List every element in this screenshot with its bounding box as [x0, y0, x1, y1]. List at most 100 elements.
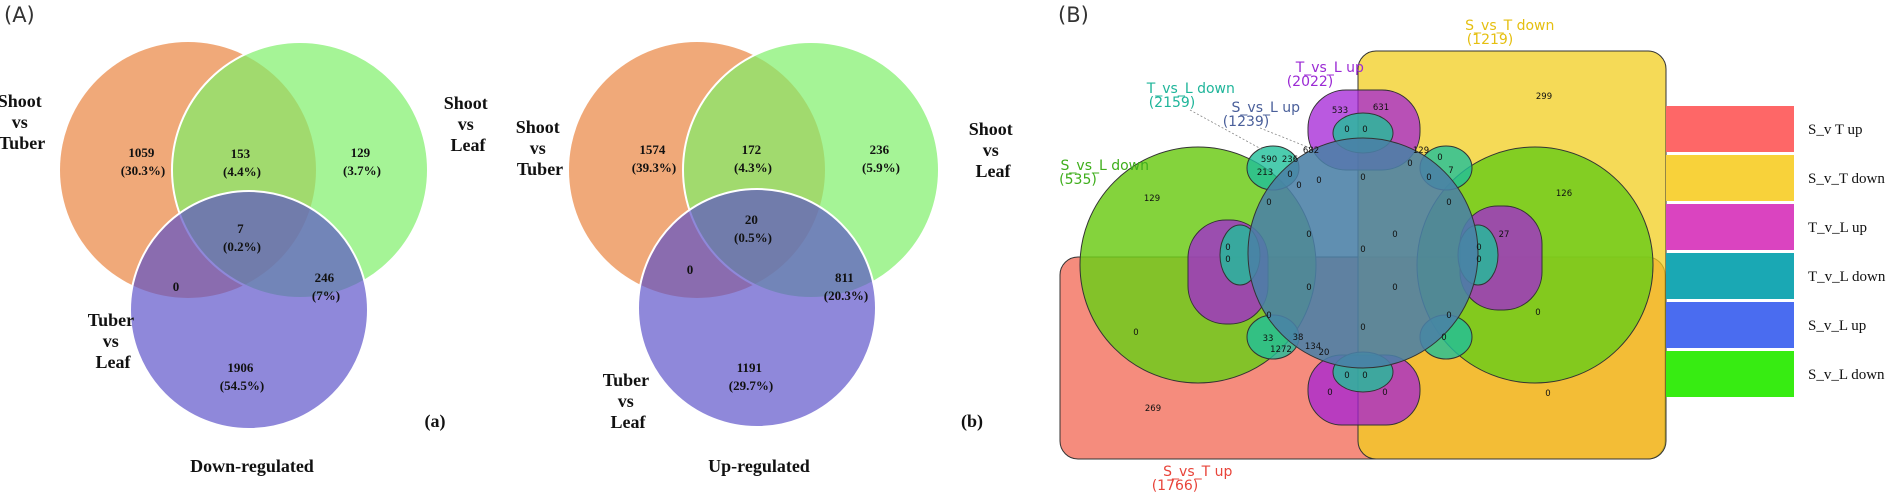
legend-item: T_v_L up: [1666, 204, 1867, 250]
venn-down-region-st-sl: 153 (4.4%): [223, 146, 261, 179]
region-value: 0: [1446, 311, 1451, 321]
legend-swatch: [1666, 302, 1794, 348]
region-value: 33: [1263, 334, 1274, 344]
venn-up-tag: (b): [961, 411, 983, 432]
region-value: 0: [1225, 243, 1230, 253]
venn-down-region-all: 7 (0.2%): [223, 221, 261, 254]
set-label-s-vs-l-down: S_vs_L down (535): [1059, 158, 1153, 188]
six-set-venn: S_vs_T down (1219) T_vs_L up (2022) T_vs…: [1059, 18, 1667, 494]
region-value: 126: [1556, 189, 1572, 199]
legend-swatch: [1666, 155, 1794, 201]
venn-up-region-st-sl: 172 (4.3%): [734, 142, 772, 175]
region-value: 631: [1373, 103, 1389, 113]
region-value: 0: [1266, 198, 1271, 208]
region-value: 0: [1306, 283, 1311, 293]
region-value: 0: [1407, 159, 1412, 169]
venn-up-caption: Up-regulated: [708, 456, 810, 476]
venn-up-region-sl-tl: 811 (20.3%): [824, 270, 868, 303]
set-s-vs-l-up-shape: [1247, 137, 1479, 369]
region-value: 0: [1344, 371, 1349, 381]
region-value: 213: [1257, 168, 1273, 178]
region-value: 0: [1327, 388, 1332, 398]
region-value: 134: [1305, 342, 1321, 352]
legend-label: S_v T up: [1808, 122, 1862, 138]
region-value: 0: [1441, 333, 1446, 343]
venn-up-label-shoot-leaf: Shoot vs Leaf: [969, 119, 1018, 181]
region-value: 0: [1392, 283, 1397, 293]
legend-item: S_v_T down: [1666, 155, 1885, 201]
venn-down-label-tuber-leaf: Tuber vs Leaf: [88, 310, 139, 372]
region-value: 0: [1133, 328, 1138, 338]
venn-up-label-tuber-leaf: Tuber vs Leaf: [603, 370, 654, 432]
legend-swatch: [1666, 351, 1794, 397]
legend-swatch: [1666, 253, 1794, 299]
legend-swatch: [1666, 204, 1794, 250]
region-value: 299: [1536, 92, 1552, 102]
region-value: 0: [1437, 153, 1442, 163]
region-value: 0: [1266, 311, 1271, 321]
set-label-s-vs-l-up: S_vs_L up (1239): [1223, 100, 1305, 130]
venn-up-circle-tuber-leaf: [637, 188, 877, 428]
venn-down-region-st-tl: 0: [173, 279, 180, 294]
venn-down-label-shoot-leaf: Shoot vs Leaf: [444, 93, 493, 155]
region-value: 0: [1306, 230, 1311, 240]
region-value: 0: [1382, 388, 1387, 398]
legend-item: S_v_L up: [1666, 302, 1866, 348]
venn-up-region-st-tl: 0: [687, 262, 694, 277]
region-value: 0: [1446, 198, 1451, 208]
venn-up-region-all: 20 (0.5%): [734, 212, 772, 245]
region-value: 7: [1448, 166, 1453, 176]
region-value: 27: [1499, 230, 1510, 240]
venn-up-region-only-shoot-tuber: 1574 (39.3%): [632, 142, 676, 175]
region-value: 0: [1362, 371, 1367, 381]
venn-down-tag: (a): [425, 411, 446, 432]
region-value: 0: [1476, 255, 1481, 265]
region-value: 0: [1296, 181, 1301, 191]
region-value: 20: [1319, 348, 1330, 358]
venn-down-caption: Down-regulated: [190, 456, 314, 476]
region-value: 269: [1145, 404, 1161, 414]
set-label-s-vs-t-up: S_vs_T up (1766): [1152, 464, 1237, 494]
panel-a-label: (A): [4, 3, 35, 27]
legend-label: T_v_L down: [1808, 269, 1886, 285]
legend-label: T_v_L up: [1808, 220, 1867, 236]
region-value: 0: [1360, 245, 1365, 255]
region-value: 0: [1392, 230, 1397, 240]
venn-down-region-only-shoot-leaf: 129 (3.7%): [343, 145, 381, 178]
legend-item: S_v_L down: [1666, 351, 1885, 397]
region-value: 0: [1360, 323, 1365, 333]
set-label-t-vs-l-up: T_vs_L up (2022): [1287, 60, 1369, 90]
region-value: 682: [1303, 146, 1319, 156]
set-label-t-vs-l-down: T_vs_L down (2159): [1146, 81, 1240, 111]
region-value: 0: [1362, 125, 1367, 135]
region-value: 236: [1282, 155, 1298, 165]
region-value: 0: [1360, 173, 1365, 183]
legend-item: T_v_L down: [1666, 253, 1886, 299]
venn-down-region-only-tuber-leaf: 1906 (54.5%): [220, 360, 264, 393]
legend: S_v T up S_v_T down T_v_L up T_v_L down …: [1666, 106, 1886, 397]
region-value: 0: [1476, 243, 1481, 253]
venn-up-region-only-shoot-leaf: 236 (5.9%): [862, 142, 900, 175]
region-value: 0: [1535, 308, 1540, 318]
legend-label: S_v_L up: [1808, 318, 1866, 334]
region-value: 0: [1316, 176, 1321, 186]
label-leader-lines: [1189, 109, 1311, 151]
venn-down-regulated: Shoot vs Tuber Shoot vs Leaf Tuber vs Le…: [0, 41, 493, 476]
venn-up-label-shoot-tuber: Shoot vs Tuber: [516, 117, 565, 179]
panel-b-label: (B): [1058, 3, 1089, 27]
region-value: 0: [1287, 170, 1292, 180]
set-label-s-vs-t-down: S_vs_T down (1219): [1465, 18, 1559, 48]
region-value: 38: [1293, 333, 1304, 343]
region-value: 0: [1426, 173, 1431, 183]
venn-down-circle-tuber-leaf: [129, 190, 369, 430]
region-value: 129: [1144, 194, 1160, 204]
region-value: 590: [1261, 155, 1277, 165]
region-value: 1272: [1270, 345, 1292, 355]
venn-down-region-sl-tl: 246 (7%): [312, 270, 340, 303]
region-value: 0: [1225, 255, 1230, 265]
region-value: 129: [1413, 146, 1429, 156]
legend-label: S_v_L down: [1808, 367, 1885, 383]
venn-down-region-only-shoot-tuber: 1059 (30.3%): [121, 145, 165, 178]
venn-down-label-shoot-tuber: Shoot vs Tuber: [0, 91, 46, 153]
legend-item: S_v T up: [1666, 106, 1862, 152]
